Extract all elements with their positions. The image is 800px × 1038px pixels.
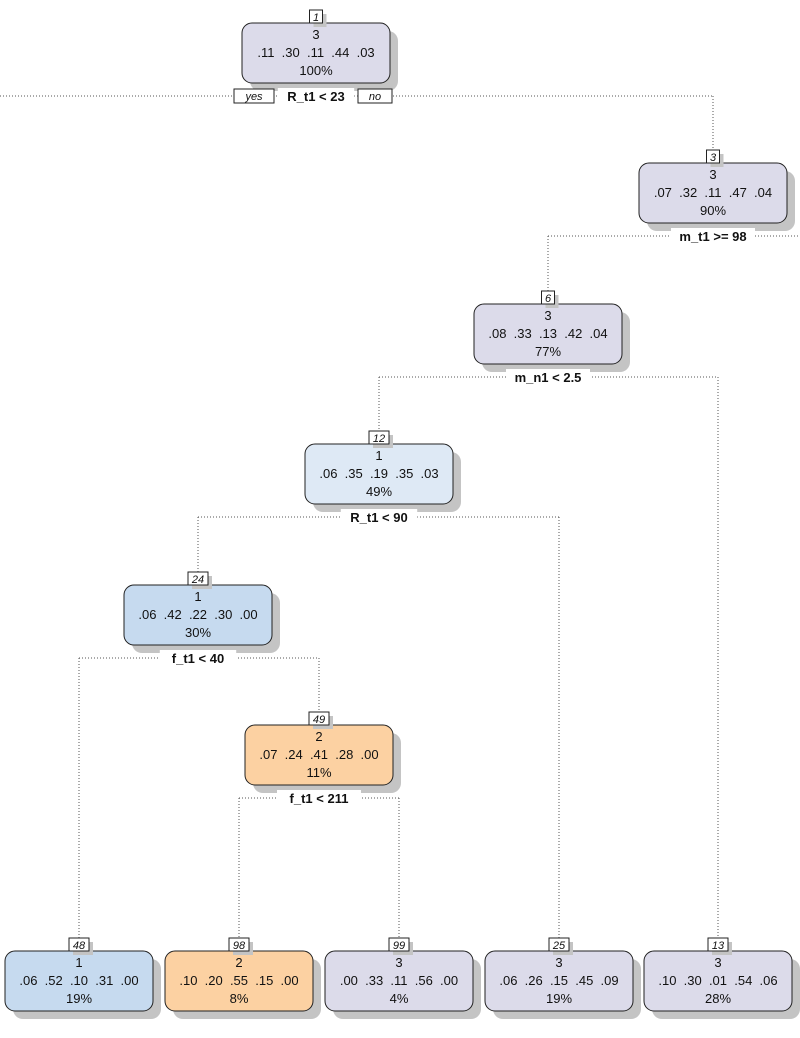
node-probs: .10 .20 .55 .15 .00 <box>179 973 298 988</box>
node-probs: .07 .32 .11 .47 .04 <box>654 185 772 200</box>
node-probs: .06 .35 .19 .35 .03 <box>319 466 438 481</box>
split-label: R_t1 < 90 <box>350 510 407 525</box>
node-class: 1 <box>194 589 201 604</box>
node-probs: .10 .30 .01 .54 .06 <box>658 973 777 988</box>
node-percent: 28% <box>705 991 731 1006</box>
node-class: 3 <box>544 308 551 323</box>
node-id: 1 <box>313 12 319 24</box>
node-percent: 19% <box>66 991 92 1006</box>
node-percent: 4% <box>390 991 409 1006</box>
node-id-box <box>707 937 729 952</box>
tree-node-24: 24 1 .06 .42 .22 .30 .00 30% f_t1 < 40 <box>123 571 280 666</box>
node-percent: 8% <box>230 991 249 1006</box>
node-id-box <box>706 149 720 164</box>
split-label: m_t1 >= 98 <box>679 229 746 244</box>
node-percent: 30% <box>185 625 211 640</box>
node-class: 2 <box>235 955 242 970</box>
node-percent: 77% <box>535 344 561 359</box>
split-label: m_n1 < 2.5 <box>515 370 582 385</box>
node-class: 3 <box>714 955 721 970</box>
node-probs: .11 .30 .11 .44 .03 <box>257 45 374 60</box>
node-percent: 11% <box>306 765 331 780</box>
branch-label-yes: yes <box>233 88 275 104</box>
branch-label-text: no <box>369 91 381 103</box>
node-probs: .06 .42 .22 .30 .00 <box>138 607 257 622</box>
tree-node-25: 25 3 .06 .26 .15 .45 .09 19% <box>484 937 641 1019</box>
node-id: 99 <box>393 940 405 952</box>
tree-node-13: 13 3 .10 .30 .01 .54 .06 28% <box>643 937 800 1019</box>
tree-node-98: 98 2 .10 .20 .55 .15 .00 8% <box>164 937 321 1019</box>
tree-node-12: 12 1 .06 .35 .19 .35 .03 49% R_t1 < 90 <box>304 430 461 525</box>
tree-node-99: 99 3 .00 .33 .11 .56 .00 4% <box>324 937 481 1019</box>
node-id: 12 <box>373 433 385 445</box>
tree-node-6: 6 3 .08 .33 .13 .42 .04 77% m_n1 < 2.5 <box>473 290 630 385</box>
split-label: f_t1 < 211 <box>290 791 349 806</box>
split-label-bg <box>159 650 237 665</box>
split-label-bg <box>277 88 355 103</box>
node-probs: .06 .26 .15 .45 .09 <box>499 973 618 988</box>
node-id: 13 <box>712 940 725 952</box>
split-label-bg <box>671 228 755 243</box>
node-id: 24 <box>191 574 204 586</box>
node-id-box <box>368 430 390 445</box>
node-id: 49 <box>313 714 325 726</box>
node-percent: 19% <box>546 991 572 1006</box>
split-label: f_t1 < 40 <box>172 651 224 666</box>
node-id: 98 <box>233 940 246 952</box>
node-probs: .06 .52 .10 .31 .00 <box>19 973 138 988</box>
node-id: 48 <box>73 940 86 952</box>
node-id-box <box>187 571 209 586</box>
node-id-box <box>541 290 555 305</box>
node-percent: 90% <box>700 203 726 218</box>
tree-node-1: 1 3 .11 .30 .11 .44 .03 100% R_t1 < 23 <box>241 9 398 104</box>
branch-label-text: yes <box>244 91 263 103</box>
node-id: 6 <box>545 293 552 305</box>
split-label-bg <box>340 509 418 524</box>
node-id-box <box>388 937 410 952</box>
node-class: 3 <box>709 167 716 182</box>
node-percent: 100% <box>299 63 333 78</box>
node-class: 2 <box>315 729 322 744</box>
tree-node-3: 3 3 .07 .32 .11 .47 .04 90% m_t1 >= 98 <box>638 149 795 244</box>
split-label: R_t1 < 23 <box>287 89 344 104</box>
tree-node-49: 49 2 .07 .24 .41 .28 .00 11% f_t1 < 211 <box>244 711 401 806</box>
node-id-box <box>548 937 570 952</box>
node-id-box <box>309 9 323 24</box>
node-class: 3 <box>555 955 562 970</box>
node-class: 3 <box>312 27 319 42</box>
split-label-bg <box>277 790 361 805</box>
branch-label-box <box>357 88 393 104</box>
node-class: 3 <box>395 955 402 970</box>
node-probs: .08 .33 .13 .42 .04 <box>488 326 607 341</box>
node-id: 3 <box>710 152 717 164</box>
node-id-box <box>68 937 90 952</box>
node-percent: 49% <box>366 484 392 499</box>
branch-label-no: no <box>357 88 393 104</box>
node-id-box <box>308 711 330 726</box>
node-id-box <box>228 937 250 952</box>
node-probs: .00 .33 .11 .56 .00 <box>340 973 458 988</box>
tree-node-48: 48 1 .06 .52 .10 .31 .00 19% <box>4 937 161 1019</box>
node-class: 1 <box>75 955 82 970</box>
node-probs: .07 .24 .41 .28 .00 <box>259 747 378 762</box>
node-id: 25 <box>552 940 566 952</box>
split-label-bg <box>506 369 590 384</box>
node-class: 1 <box>375 448 382 463</box>
branch-label-box <box>233 88 275 104</box>
